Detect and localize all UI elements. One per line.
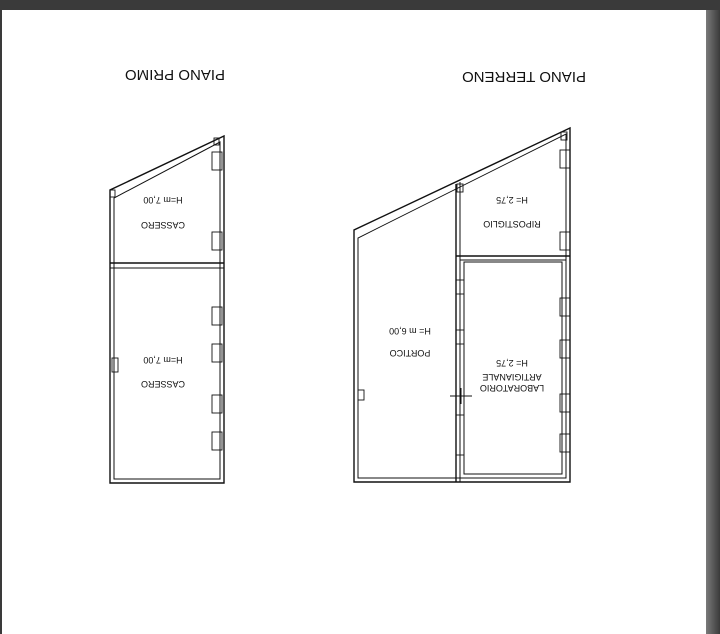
sheet-title-piano-primo: PIANO PRIMO	[125, 66, 225, 83]
room-name-laboratorio-line2: ARTIGIANALE	[482, 372, 541, 382]
floor-plan-drawing: PIANO PRIMO PIANO TERRENO CASSERO H=m 7,…	[109, 66, 586, 484]
room-name-cassero-top: CASSERO	[141, 220, 185, 230]
room-height-cassero-bottom: H=m 7,00	[143, 355, 182, 365]
room-height-cassero-top: H=m 7,00	[143, 195, 182, 205]
room-name-portico: PORTICO	[390, 348, 431, 358]
room-height-laboratorio: H= 2,75	[496, 358, 528, 368]
room-name-cassero-bottom: CASSERO	[141, 379, 185, 389]
plan-piano-primo	[109, 134, 225, 484]
room-name-laboratorio-line1: LABORATORIO	[480, 383, 544, 393]
room-height-ripostiglio: H= 2,75	[496, 195, 528, 205]
document-page: PIANO PRIMO PIANO TERRENO CASSERO H=m 7,…	[2, 10, 706, 634]
room-name-ripostiglio: RIPOSTIGLIO	[483, 219, 541, 229]
plan-piano-terreno	[109, 126, 571, 483]
sheet-title-piano-terreno: PIANO TERRENO	[462, 68, 586, 85]
viewer-scroll-gutter	[706, 10, 720, 634]
room-height-portico: H= m 6,00	[389, 326, 431, 336]
